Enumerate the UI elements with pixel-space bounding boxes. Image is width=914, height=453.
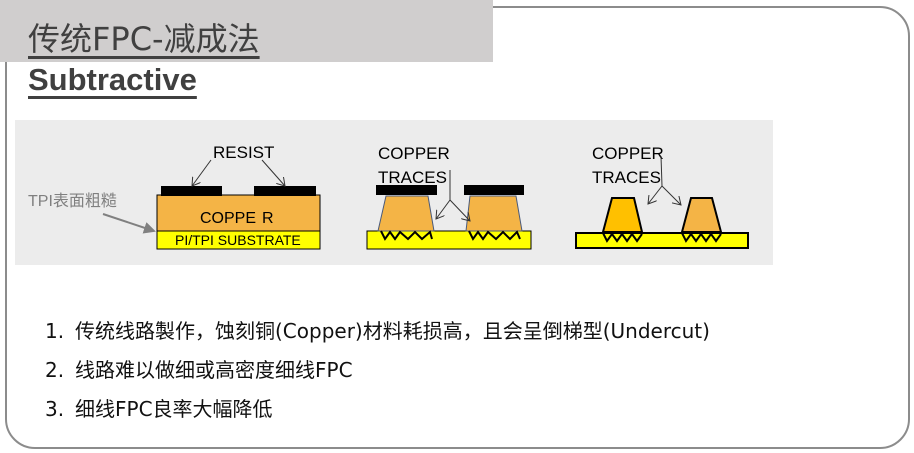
arrow xyxy=(449,199,470,221)
traces-label: COPPER xyxy=(592,144,664,163)
arrow xyxy=(261,159,285,186)
title-bar xyxy=(0,0,493,62)
substrate-label: PI/TPI SUBSTRATE xyxy=(175,232,301,248)
traces-label: TRACES xyxy=(592,168,661,187)
page-title: 传统FPC-减成法 xyxy=(28,20,260,58)
stage-3-stripped: COPPER TRACES xyxy=(575,144,749,249)
substrate-layer xyxy=(366,230,532,250)
item-number: 2. xyxy=(45,358,65,382)
arrow-stem xyxy=(660,155,663,187)
resist-block xyxy=(254,186,316,196)
tpi-roughness-label: TPI表面粗糙 xyxy=(28,192,117,210)
copper-layer xyxy=(156,194,321,232)
item-text: 线路难以做细或高密度细线FPC xyxy=(75,358,353,382)
arrow xyxy=(661,185,681,205)
undercut-roughness xyxy=(468,230,521,241)
drawbacks-list: 1. 传统线路製作，蚀刻铜(Copper)材料耗损高，且会呈倒梯型(Undercu… xyxy=(45,316,710,433)
undercut-roughness xyxy=(681,232,722,243)
copper-trace xyxy=(465,195,523,232)
substrate-layer xyxy=(575,232,749,249)
copper-label-overflow: R xyxy=(262,210,274,227)
item-text: 细线FPC良率大幅降低 xyxy=(75,397,273,421)
substrate-layer xyxy=(156,230,321,250)
list-item: 3. 细线FPC良率大幅降低 xyxy=(45,394,710,433)
resist-block xyxy=(161,186,222,196)
copper-trace xyxy=(680,197,723,233)
arrow xyxy=(436,199,451,219)
resist-label: RESIST xyxy=(213,143,274,162)
stage-2-etched: COPPER TRACES xyxy=(366,144,532,250)
resist-block xyxy=(464,185,524,195)
stage-1-resist-coated: RESIST COPPE R PI/TPI SUBSTRATE TPI表面粗糙 xyxy=(28,143,321,250)
page-subtitle: Subtractive xyxy=(28,62,197,97)
process-svg: RESIST COPPE R PI/TPI SUBSTRATE TPI表面粗糙 … xyxy=(28,143,749,250)
subtractive-process-diagram: RESIST COPPE R PI/TPI SUBSTRATE TPI表面粗糙 … xyxy=(15,120,773,265)
traces-label: TRACES xyxy=(378,168,447,187)
item-text: 传统线路製作，蚀刻铜(Copper)材料耗损高，且会呈倒梯型(Undercut) xyxy=(75,319,710,343)
list-item: 2. 线路难以做细或高密度细线FPC xyxy=(45,355,710,394)
copper-label: COPPE xyxy=(200,210,256,227)
item-number: 1. xyxy=(45,319,65,343)
arrow xyxy=(648,185,663,204)
undercut-roughness xyxy=(602,232,643,243)
arrow xyxy=(192,159,212,186)
copper-trace xyxy=(601,197,644,233)
arrow xyxy=(102,213,156,234)
traces-label: COPPER xyxy=(378,144,450,163)
resist-block xyxy=(376,185,437,195)
undercut-roughness xyxy=(380,230,433,241)
copper-trace xyxy=(377,195,435,232)
item-number: 3. xyxy=(45,397,65,421)
list-item: 1. 传统线路製作，蚀刻铜(Copper)材料耗损高，且会呈倒梯型(Undercu… xyxy=(45,316,710,355)
